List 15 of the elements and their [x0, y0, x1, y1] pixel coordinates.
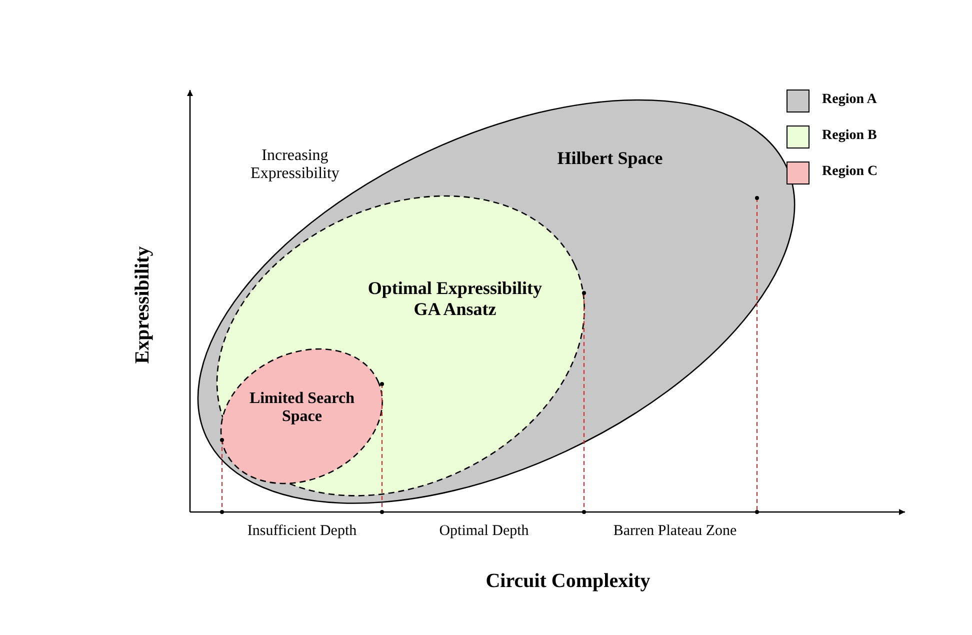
annotation-text: Increasing Expressibility	[250, 147, 340, 183]
axis-title: Circuit Complexity	[484, 570, 652, 593]
zone-label: Barren Plateau Zone	[612, 523, 738, 540]
legend-label: Region B	[822, 128, 877, 144]
region-title: Hilbert Space	[556, 148, 664, 169]
axis-title: Expressibility	[132, 246, 154, 364]
zone-label: Optimal Depth	[438, 523, 530, 540]
region-ellipse	[219, 346, 385, 486]
zone-label: Insufficient Depth	[246, 523, 358, 540]
region-ellipse	[215, 194, 587, 498]
region-title: Limited Search Space	[248, 390, 356, 426]
region-ellipse	[196, 98, 796, 506]
legend-label: Region C	[822, 164, 878, 180]
legend-label: Region A	[822, 92, 877, 108]
region-title: Optimal Expressibility GA Ansatz	[366, 278, 544, 320]
